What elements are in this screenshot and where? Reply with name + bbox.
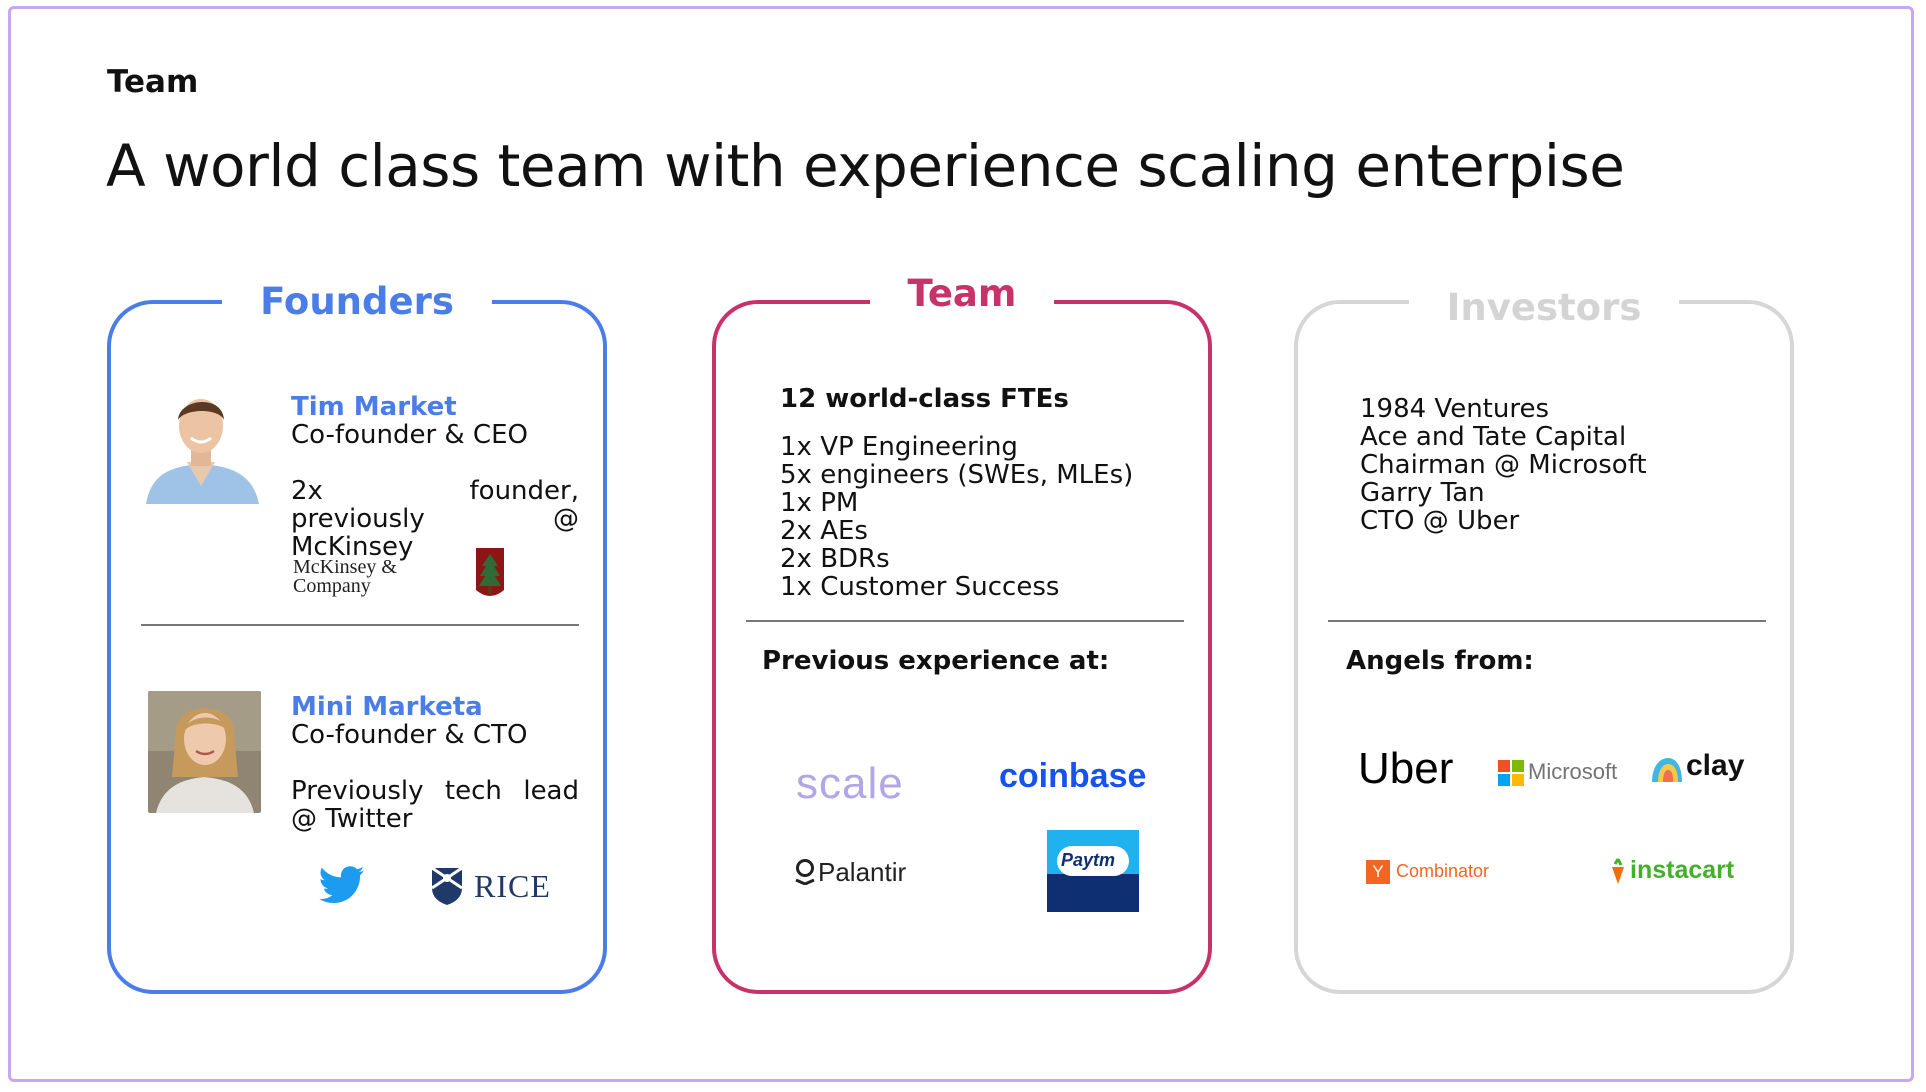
person-name: Tim Market (291, 392, 457, 422)
scale-logo: scale (796, 759, 904, 808)
rice-shield-icon (430, 866, 464, 906)
investors-list: 1984 Ventures Ace and Tate Capital Chair… (1360, 395, 1647, 535)
team-role-item: 2x AEs (780, 516, 868, 546)
team-divider (746, 620, 1184, 622)
investors-title: Investors (1408, 286, 1680, 329)
section-kicker: Team (107, 64, 199, 100)
team-role-item: 1x VP Engineering (780, 432, 1018, 462)
investors-card: Investors 1984 Ventures Ace and Tate Cap… (1294, 286, 1794, 994)
person-role: Co-founder & CTO (291, 720, 528, 750)
instacart-carrot-icon (1608, 857, 1628, 885)
team-role-item: 2x BDRs (780, 544, 890, 574)
founders-divider (141, 624, 579, 626)
person-bio: 2x founder, previously @ McKinsey (291, 476, 579, 562)
investor-item: Ace and Tate Capital (1360, 422, 1627, 452)
investor-item: Garry Tan (1360, 478, 1485, 508)
person-bio: Previously tech lead @ Twitter (291, 776, 579, 834)
founders-title-wrap: Founders (111, 276, 603, 328)
ycombinator-icon: Y (1366, 860, 1390, 884)
paytm-logo: Paytm (1047, 830, 1139, 912)
stanford-logo (472, 546, 508, 602)
avatar-mini-marketa (148, 691, 261, 813)
twitter-logo (319, 866, 365, 904)
slide-headline: A world class team with experience scali… (106, 132, 1625, 200)
palantir-icon (794, 859, 816, 886)
mckinsey-logo: McKinsey & Company (293, 556, 433, 597)
palantir-logo: Palantir (818, 857, 907, 887)
clay-icon (1650, 756, 1684, 784)
investor-item: 1984 Ventures (1360, 394, 1550, 424)
founders-card: Founders Tim Market Co-founder & CEO 2x … (107, 280, 607, 994)
investors-title-wrap: Investors (1298, 282, 1790, 334)
team-title-wrap: Team (716, 268, 1208, 320)
microsoft-logo: Microsoft (1528, 759, 1618, 784)
founders-title: Founders (222, 280, 492, 323)
person-name: Mini Marketa (291, 692, 483, 722)
avatar-tim-market (141, 382, 261, 504)
investors-divider (1328, 620, 1766, 622)
experience-label: Previous experience at: (762, 646, 1110, 676)
slide-frame (8, 6, 1914, 1082)
angels-label: Angels from: (1346, 646, 1534, 676)
instacart-logo: instacart (1630, 856, 1735, 884)
team-size-heading: 12 world-class FTEs (780, 384, 1069, 414)
microsoft-icon (1498, 760, 1524, 786)
team-roles-list: 1x VP Engineering 5x engineers (SWEs, ML… (780, 433, 1133, 601)
paytm-logo-badge (1057, 846, 1129, 876)
uber-logo: Uber (1358, 744, 1454, 793)
team-title: Team (869, 272, 1055, 315)
paytm-logo-text: Paytm (1061, 850, 1116, 870)
ycombinator-logo: Combinator (1396, 861, 1490, 881)
investor-item: Chairman @ Microsoft (1360, 450, 1647, 480)
team-card: Team 12 world-class FTEs 1x VP Engineeri… (712, 272, 1212, 994)
team-role-item: 5x engineers (SWEs, MLEs) (780, 460, 1134, 490)
coinbase-logo: coinbase (999, 757, 1147, 795)
investor-item: CTO @ Uber (1360, 506, 1520, 536)
team-role-item: 1x PM (780, 488, 859, 518)
rice-logo-text: RICE (474, 868, 551, 904)
person-role: Co-founder & CEO (291, 420, 528, 450)
team-role-item: 1x Customer Success (780, 572, 1060, 602)
mckinsey-logo-text: McKinsey & Company (293, 556, 397, 597)
clay-logo: clay (1686, 749, 1745, 782)
